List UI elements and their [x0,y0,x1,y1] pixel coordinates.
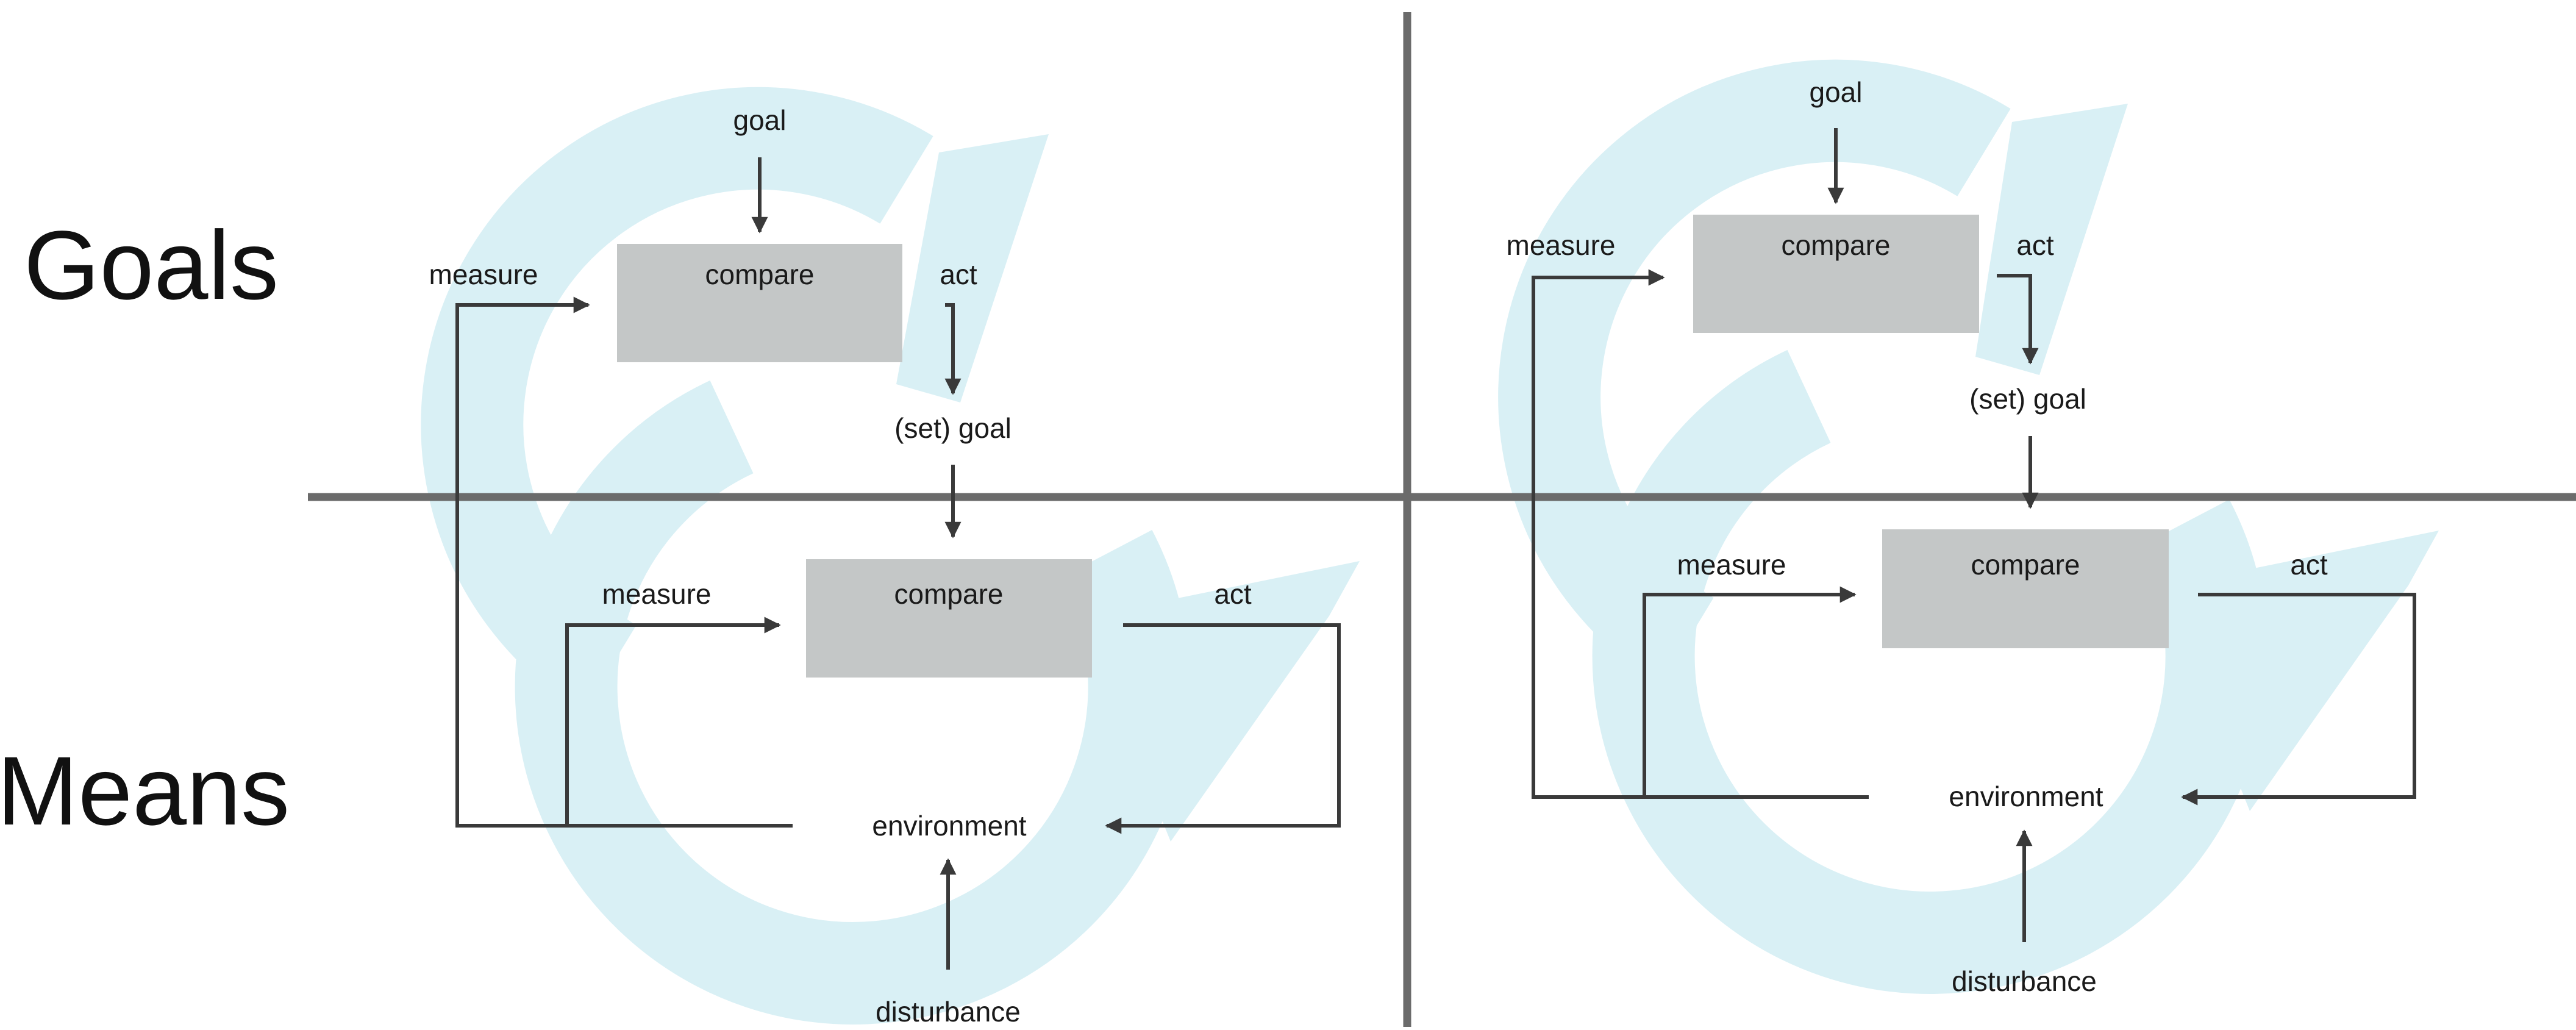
measure-label: measure [429,259,538,290]
disturbance-label: disturbance [1952,965,2097,997]
circular-arrow-icon [515,380,1360,1025]
left-panel: compare goal measure act (set) goal comp… [429,104,1341,1028]
set-goal-label: (set) goal [1969,383,2086,415]
goal-label: goal [733,104,787,136]
act-label: act [2290,549,2328,581]
circular-arrow-icon [1498,59,2128,685]
compare-label: compare [1782,229,1891,261]
measure-label: measure [602,578,712,610]
measure-label: measure [1507,229,1616,261]
inner-measure-arrow [565,617,781,826]
act-label: act [940,259,977,290]
compare-label: compare [1971,549,2080,581]
right-panel: compare goal measure act (set) goal comp… [1507,76,2416,997]
compare-box [806,559,1092,678]
act-to-environment-arrow [1105,623,1341,834]
measure-label: measure [1677,549,1786,581]
environment-label: environment [872,810,1026,842]
outer-measure-arrow [1532,269,1869,799]
goal-label: goal [1810,76,1863,108]
circular-arrow-icon [1592,349,2439,994]
compare-box [617,244,902,362]
disturbance-label: disturbance [876,996,1021,1027]
cycle-watermarks [421,59,2439,1025]
act-arrow [1997,274,2039,365]
row-label-goals: Goals [24,210,279,320]
circular-arrow-icon [421,87,1049,713]
compare-box [1882,529,2169,648]
act-label: act [2016,229,2054,261]
compare-label: compare [894,578,1004,610]
set-goal-label: (set) goal [894,412,1011,444]
row-label-means: Means [0,736,290,845]
act-to-environment-arrow [2181,593,2416,806]
environment-label: environment [1949,781,2103,812]
compare-box [1693,215,1979,333]
act-label: act [1214,578,1252,610]
compare-label: compare [705,259,815,290]
act-arrow [944,303,962,395]
inner-measure-arrow [1643,586,1857,797]
outer-measure-arrow [455,296,793,828]
